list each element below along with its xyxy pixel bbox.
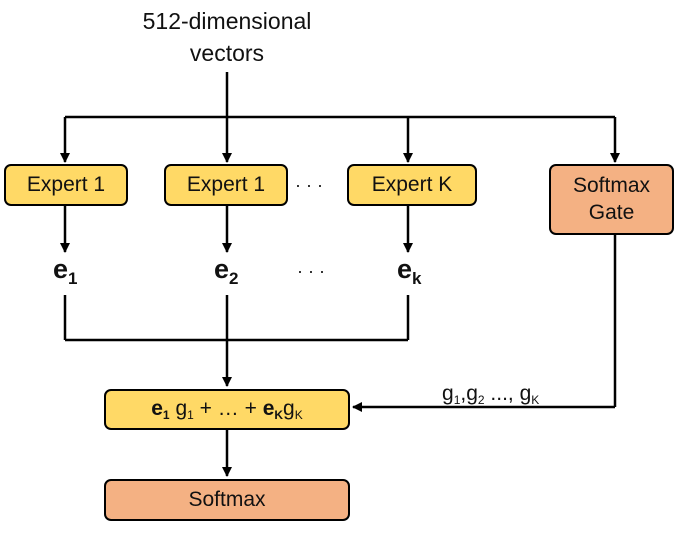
input-label-line2: vectors [189, 40, 265, 66]
expert-box-k-label: Expert K [371, 173, 453, 196]
gate-values-label: g1,g2 ..., gK [442, 382, 540, 407]
softmax-box: Softmax [104, 479, 350, 521]
weighted-sum-box: e1 g1 + … + eKgK [104, 389, 350, 430]
expert-output-k: ek [397, 254, 422, 288]
expert-box-k: Expert K [347, 164, 477, 206]
softmax-gate-line1: Softmax [572, 174, 651, 198]
weighted-sum-formula: e1 g1 + … + eKgK [151, 397, 303, 422]
expert-output-1: e1 [53, 254, 78, 288]
softmax-gate-box: Softmax Gate [549, 164, 674, 235]
softmax-gate-line2: Gate [588, 200, 635, 224]
softmax-box-label: Softmax [188, 488, 266, 511]
input-label-line1: 512-dimensional [142, 8, 312, 34]
expert-box-2: Expert 1 [164, 164, 288, 206]
expert-box-2-label: Expert 1 [186, 173, 266, 196]
expert-box-1-label: Expert 1 [26, 173, 106, 196]
outputs-ellipsis: · · · [297, 261, 325, 281]
expert-output-2: e2 [214, 254, 239, 288]
expert-box-1: Expert 1 [4, 164, 128, 206]
experts-ellipsis: · · · [295, 175, 323, 195]
